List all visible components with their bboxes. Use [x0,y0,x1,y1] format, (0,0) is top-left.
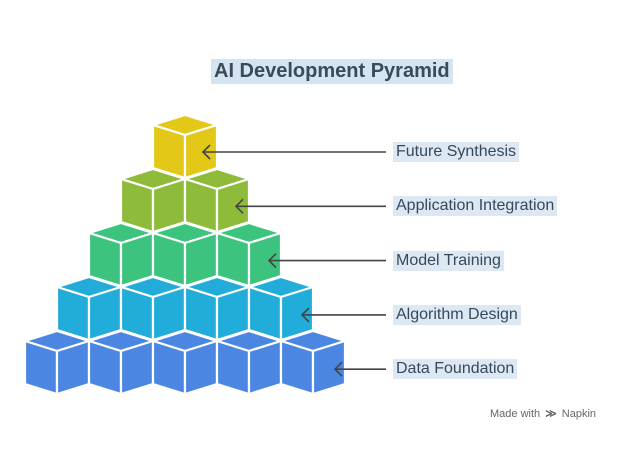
label-data-foundation: Data Foundation [393,359,518,379]
diagram-title: AI Development Pyramid [211,59,453,84]
cube [215,329,283,396]
arrow-icon [300,307,386,323]
arrow-icon [234,198,386,214]
napkin-credit[interactable]: Made with ≫ Napkin [490,407,596,420]
cube [183,167,251,234]
cube [151,221,219,288]
cube [279,329,347,396]
cube [151,113,219,180]
label-algorithm-design: Algorithm Design [393,305,521,325]
cube [119,275,187,342]
credit-brand: Napkin [561,408,597,420]
label-future-synthesis: Future Synthesis [393,142,520,162]
cube [23,329,91,396]
cube [215,221,283,288]
cube [87,329,155,396]
cube [247,275,315,342]
cube [119,167,187,234]
cube [87,221,155,288]
label-model-training: Model Training [393,251,504,271]
cube [55,275,123,342]
napkin-logo-icon: ≫ [545,408,557,420]
credit-prefix: Made with [490,408,541,420]
arrow-icon [201,144,386,160]
arrow-icon [333,361,386,377]
arrow-icon [267,253,386,269]
cube [151,329,219,396]
label-application-integration: Application Integration [393,196,558,216]
cube [183,275,251,342]
